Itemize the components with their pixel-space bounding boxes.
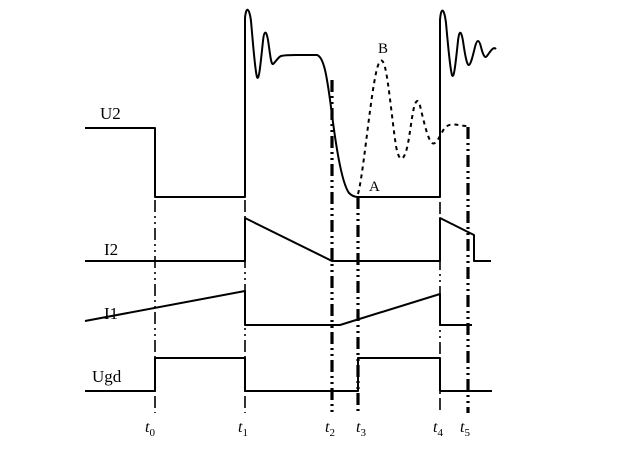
i2-trace (85, 217, 491, 262)
time-label-t0-sub: 0 (149, 427, 155, 440)
time-label-t1-base: t (238, 419, 243, 436)
time-label-t1-sub: 1 (242, 427, 248, 440)
signal-label-u2: U2 (100, 104, 121, 123)
i1-trace (84, 290, 472, 326)
trace-group (84, 8, 497, 413)
time-label-t4-base: t (433, 419, 438, 436)
ugd-trace (85, 357, 492, 392)
annotation-a: A (369, 179, 380, 195)
signal-label-i1: I1 (104, 304, 119, 323)
time-label-t0: t0 (145, 420, 155, 439)
u2-resonant-dashed-trace (357, 59, 468, 195)
time-label-t1: t1 (238, 420, 248, 439)
time-label-t5-sub: 5 (464, 427, 470, 440)
time-label-t5-base: t (460, 419, 465, 436)
u2-trace (85, 8, 497, 198)
time-label-t3: t3 (356, 420, 366, 439)
time-label-t2-base: t (325, 419, 330, 436)
time-label-t0-base: t (145, 419, 150, 436)
time-label-t3-base: t (356, 419, 361, 436)
time-label-t2-sub: 2 (329, 427, 335, 440)
time-label-t3-sub: 3 (360, 427, 366, 440)
time-label-t5: t5 (460, 420, 470, 439)
time-label-t4-sub: 4 (437, 427, 443, 440)
annotation-b: B (378, 41, 389, 57)
time-label-t2: t2 (325, 420, 335, 439)
time-label-t4: t4 (433, 420, 443, 439)
signal-label-ugd: Ugd (92, 367, 122, 386)
signal-label-i2: I2 (104, 240, 119, 259)
